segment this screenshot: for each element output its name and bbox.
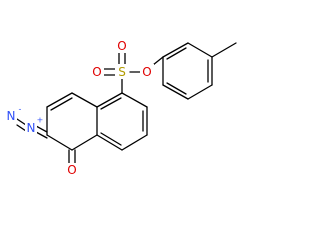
bond-c2p-c3p: [187, 42, 213, 58]
molecule-structure-diagram: S O O O O: [5, 38, 237, 178]
diazo-nitrogen-outer: N -: [5, 105, 22, 123]
positive-charge: +: [37, 116, 44, 125]
bond-n-n-b: [16, 124, 27, 132]
bond-c4p-c5p: [187, 84, 213, 100]
bond-n-n-a: [16, 118, 27, 126]
diazo-nitrogen-inner-label: N: [27, 121, 36, 135]
bond-c8-c7-inner: [50, 97, 73, 111]
sulfonyl-oxygen-upper: O: [115, 38, 129, 53]
sulfonyl-oxygen-left-label: O: [92, 65, 101, 79]
bond-c5-c4a: [71, 134, 98, 151]
bond-c5p-c6p: [162, 84, 189, 100]
diazo-nitrogen-inner: N +: [25, 116, 44, 135]
bond-c3-c4: [121, 134, 148, 151]
bond-c4-c4a-inner: [100, 132, 122, 146]
diazo-nitrogen-outer-label: N: [7, 109, 16, 123]
bond-o-ester-c1p: [152, 56, 164, 66]
bond-c6-n-b: [35, 131, 48, 139]
bond-c8a-c1: [96, 92, 123, 108]
bond-c4-c4a: [96, 134, 123, 151]
sulfonyl-oxygen-left: O: [90, 64, 104, 79]
bond-c8a-c8: [71, 92, 98, 108]
bond-c8-c7: [46, 92, 73, 108]
negative-charge: -: [19, 105, 22, 114]
bond-c8a-c1-inner: [100, 97, 122, 110]
bond-c1p-c2p: [162, 42, 189, 58]
bonds: [16, 42, 237, 165]
ester-oxygen-label: O: [142, 65, 151, 79]
sulfur-atom: S: [115, 64, 129, 79]
atom-labels: S O O O O: [5, 38, 154, 178]
structure-canvas: S O O O O: [5, 38, 237, 178]
sulfonyl-oxygen-upper-label: O: [117, 39, 126, 53]
ester-oxygen: O: [140, 64, 154, 79]
ketone-oxygen-label: O: [67, 163, 76, 177]
ketone-oxygen: O: [65, 163, 79, 178]
bond-c6-c5: [46, 134, 73, 151]
bond-c3p-methyl: [211, 42, 237, 58]
sulfur-label: S: [118, 65, 126, 79]
bond-c6-n-a: [35, 125, 48, 133]
bond-c1-c2: [121, 92, 148, 108]
bond-c5p-c6p-inner: [166, 82, 187, 95]
bond-c1p-c2p-inner: [166, 47, 187, 60]
